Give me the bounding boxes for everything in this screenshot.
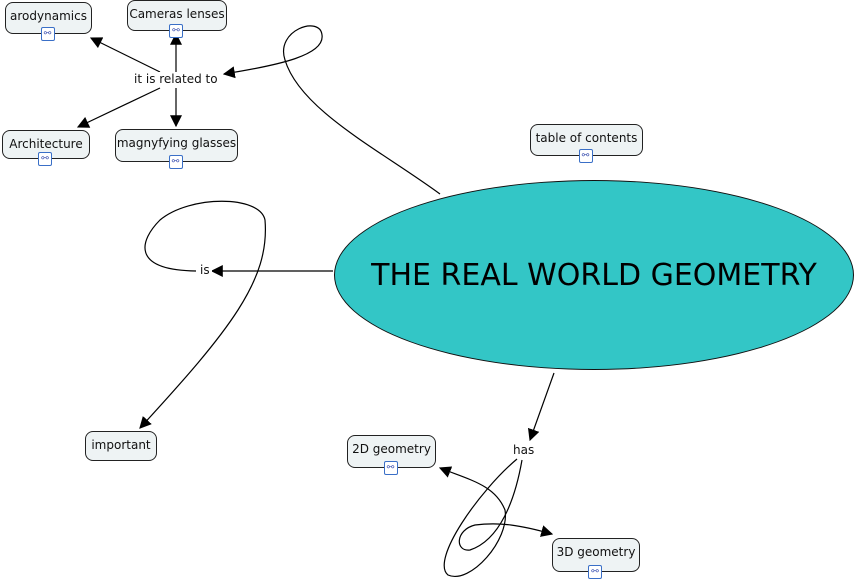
link-has-to-3d xyxy=(458,459,554,551)
concept-label: 3D geometry xyxy=(556,545,636,559)
concept-table-of-contents[interactable]: table of contents ⚯ xyxy=(530,124,643,163)
concept-label: important xyxy=(91,438,151,452)
concept-important[interactable]: important xyxy=(85,431,157,461)
linking-phrase-related[interactable]: it is related to xyxy=(132,72,220,86)
concept-map-resource-icon[interactable]: ⚯ xyxy=(169,24,183,38)
linking-phrase-is[interactable]: is xyxy=(198,263,212,277)
concept-label: magnyfying glasses xyxy=(116,136,237,150)
link-related-to-arodynamics xyxy=(89,37,161,73)
concept-architecture[interactable]: Architecture⚯ xyxy=(2,130,90,166)
link-is-to-important xyxy=(139,200,267,429)
link-related-to-architecture xyxy=(76,87,161,128)
concept-arodynamics[interactable]: arodynamics ⚯ xyxy=(5,2,92,41)
concept-map-resource-icon[interactable]: ⚯ xyxy=(588,565,602,579)
main-concept-node[interactable]: THE REAL WORLD GEOMETRY xyxy=(334,180,854,370)
concept-map-resource-icon[interactable]: ⚯ xyxy=(383,461,398,475)
concept-map-resource-icon[interactable]: ⚯ xyxy=(38,152,52,166)
concept-magnifying-glasses[interactable]: magnyfying glasses ⚯ xyxy=(115,129,238,169)
link-main-to-has xyxy=(527,372,555,442)
concept-map-resource-icon[interactable]: ⚯ xyxy=(578,149,593,163)
concept-label: Cameras lenses xyxy=(129,7,225,21)
link-has-to-2d xyxy=(438,458,518,578)
concept-label: arodynamics xyxy=(10,9,87,23)
concept-cameras-lenses[interactable]: Cameras lenses ⚯ xyxy=(127,0,227,38)
concept-label: table of contents xyxy=(535,131,638,145)
concept-label: Architecture xyxy=(9,137,83,151)
concept-3d-geometry[interactable]: 3D geometry ⚯ xyxy=(552,538,640,579)
main-concept-label: THE REAL WORLD GEOMETRY xyxy=(371,257,817,293)
linking-phrase-has[interactable]: has xyxy=(511,443,537,457)
concept-map-resource-icon[interactable]: ⚯ xyxy=(40,27,55,41)
concept-label: 2D geometry xyxy=(352,442,431,456)
link-main-to-related xyxy=(222,25,441,195)
concept-map-resource-icon[interactable]: ⚯ xyxy=(168,155,183,169)
concept-2d-geometry[interactable]: 2D geometry ⚯ xyxy=(347,435,436,475)
